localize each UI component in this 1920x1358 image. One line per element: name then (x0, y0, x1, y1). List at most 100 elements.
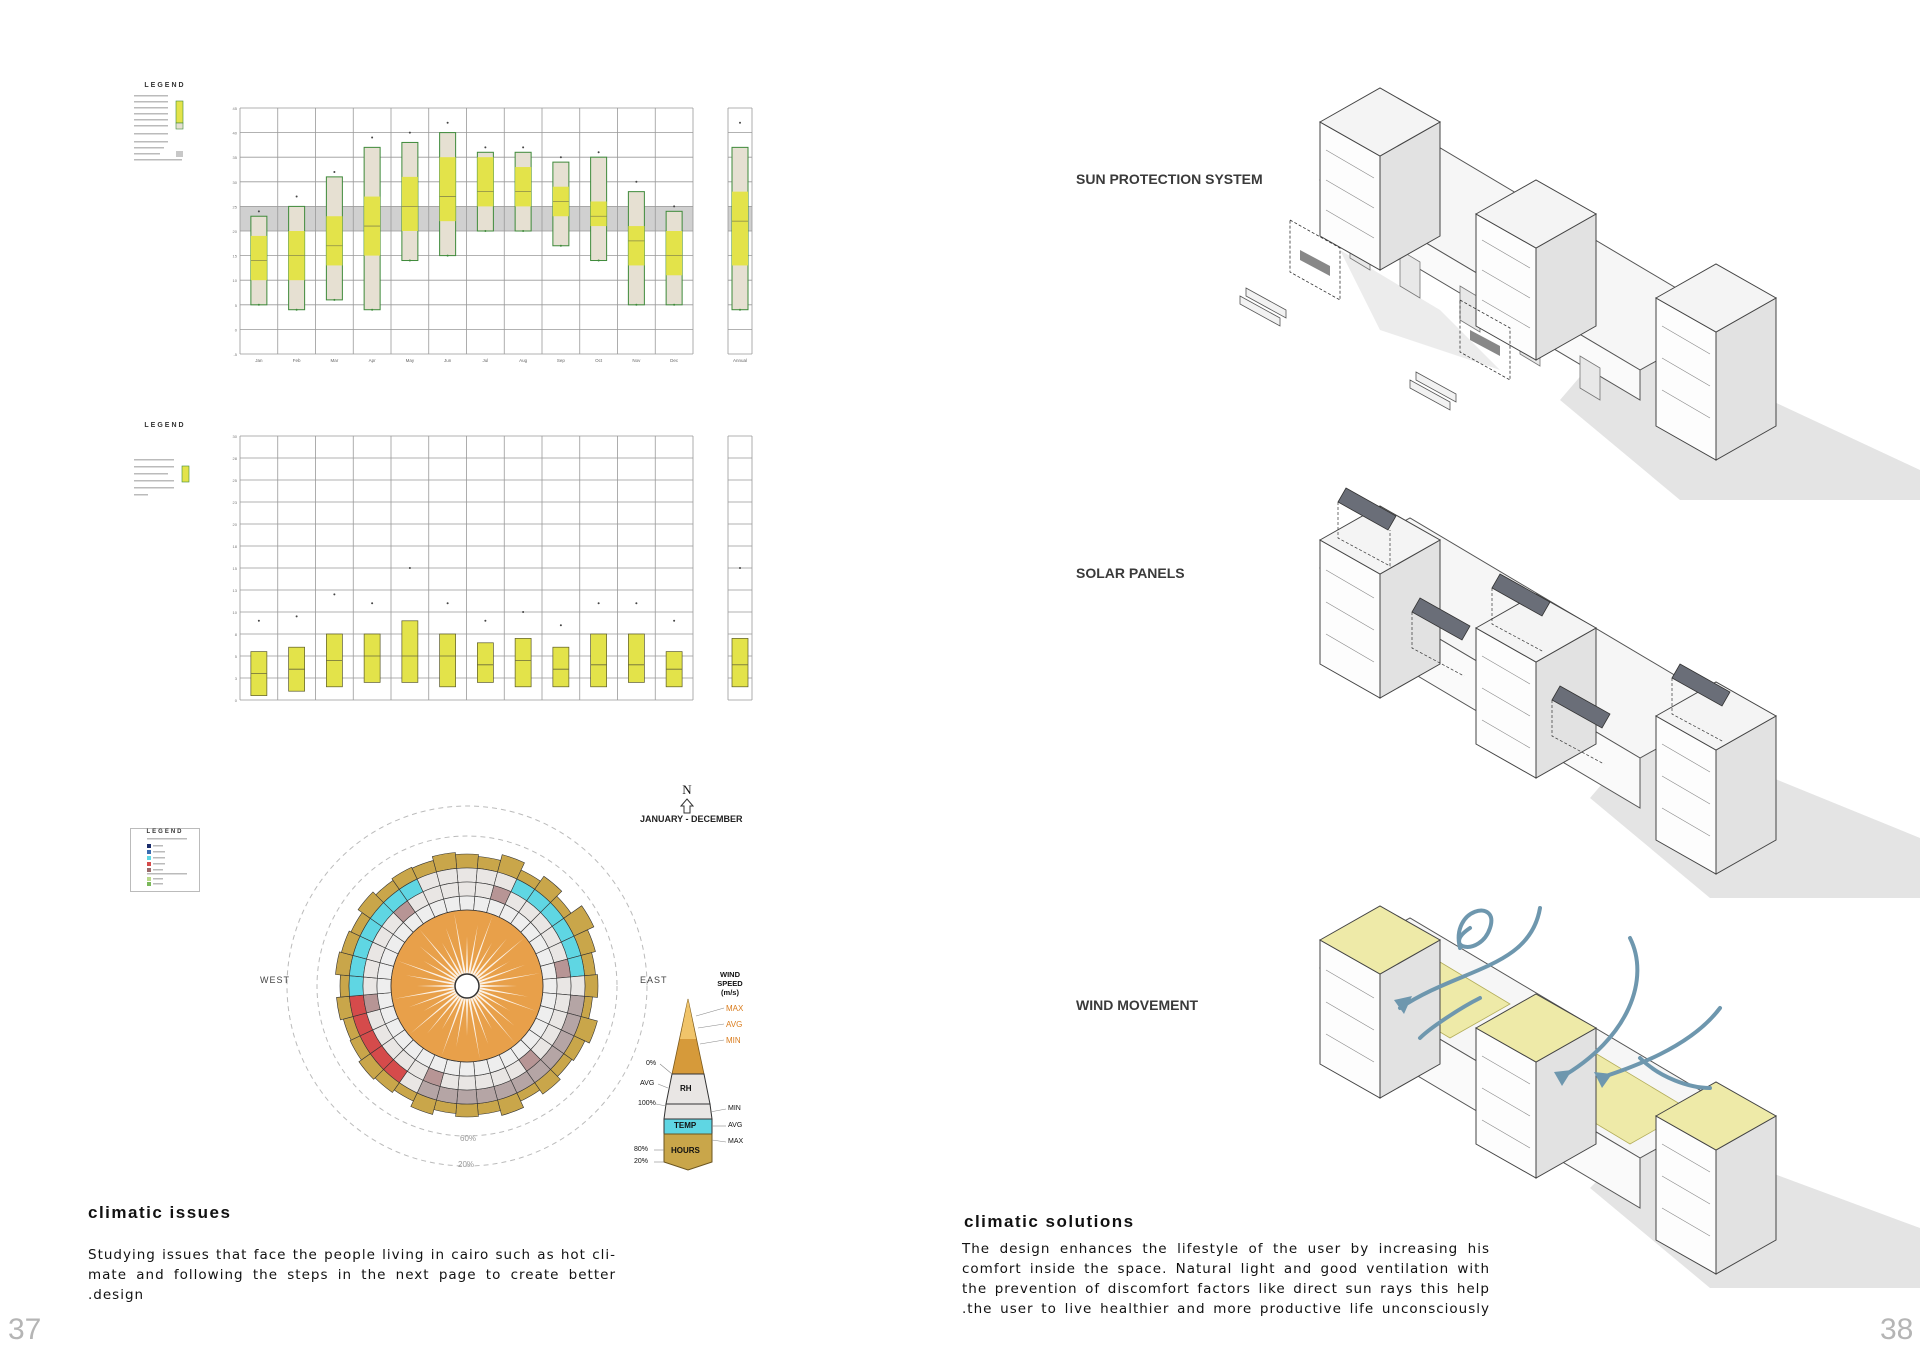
solar-panels-illustration (1310, 478, 1920, 903)
y-tick-label: 40 (233, 131, 238, 136)
ring (316, 835, 618, 1137)
speed-spike (475, 992, 515, 1026)
label-solar-panels: SOLAR PANELS (1076, 565, 1185, 581)
x-tick-label: Feb (293, 358, 301, 363)
right-body: The design enhances the lifestyle of the… (962, 1239, 1490, 1319)
avg-bar (590, 201, 607, 227)
wind-bar (439, 633, 456, 688)
y-tick-label: 30 (233, 434, 238, 439)
speed-spike (478, 984, 517, 988)
chart1-legend: LEGEND (130, 82, 200, 182)
record-marker (739, 567, 741, 569)
rh-segment (457, 1075, 477, 1091)
rh-inner-segment (376, 977, 392, 995)
record-marker (333, 593, 336, 596)
avg-bar (477, 157, 494, 207)
speed-spike (419, 929, 461, 978)
speed-spike (473, 994, 515, 1043)
record-marker (295, 615, 298, 618)
y-tick-label: 5 (235, 303, 238, 308)
record-marker (371, 602, 374, 605)
windrose-legend: LEGEND (130, 828, 200, 892)
record-marker (673, 619, 676, 622)
record-marker (257, 619, 260, 622)
wind-bar (590, 633, 607, 688)
rh-inner-segment (458, 1061, 476, 1077)
low-marker (408, 259, 411, 262)
left-body: Studying issues that face the people liv… (88, 1245, 616, 1305)
label-sun-protection: SUN PROTECTION SYSTEM (1076, 171, 1263, 187)
rh-segment (556, 976, 572, 996)
record-marker (635, 602, 638, 605)
body-line: The design enhances the lifestyle of the… (962, 1241, 1490, 1257)
speed-spike (454, 913, 466, 975)
x-tick-label: Mar (331, 358, 339, 363)
avg-bar (326, 216, 343, 266)
y-tick-label: 0 (235, 327, 238, 332)
y-tick-label: 10 (233, 278, 238, 283)
speed-spike (468, 924, 478, 975)
wind-speed-chart: 0358101315182023252830JanFebMarAprMayJun… (228, 432, 753, 709)
speed-spike (465, 997, 469, 1036)
speed-spike (476, 991, 511, 1011)
ring-20-label: 20% (458, 1160, 475, 1169)
y-tick-label: 8 (235, 632, 238, 637)
rh-segment (457, 881, 477, 897)
body-line: comfort inside the space. Natural light … (962, 1261, 1490, 1277)
record-marker (559, 156, 562, 159)
wind-movement-illustration (1310, 888, 1920, 1293)
record-marker (522, 611, 525, 613)
speed-spike (477, 989, 537, 1012)
hours-segment (455, 853, 479, 869)
key-min-right: MIN (728, 1105, 741, 1112)
y-tick-label: 20 (233, 522, 238, 527)
speed-spike (410, 992, 459, 1034)
y-tick-label: 25 (233, 204, 238, 209)
avg-bar (439, 157, 456, 222)
temp-segment (570, 975, 586, 997)
key-avg-right: AVG (728, 1122, 743, 1129)
hours-segment (455, 1103, 479, 1118)
y-tick-label: 45 (233, 106, 238, 111)
body-line: Studying issues that face the people liv… (88, 1247, 616, 1263)
x-tick-label: May (406, 358, 415, 363)
y-tick-label: 0 (235, 698, 238, 702)
speed-spike (445, 927, 464, 976)
body-line: mate and following the steps in the next… (88, 1267, 616, 1283)
body-line: the prevention of discomfort factors lik… (962, 1281, 1490, 1297)
low-marker (739, 308, 741, 311)
key-max-right: MAX (728, 1138, 744, 1145)
key-temp: TEMP (674, 1121, 697, 1130)
avg-bar (250, 235, 267, 281)
record-marker (333, 170, 336, 173)
wind-bar (731, 638, 749, 688)
record-marker (597, 151, 600, 154)
speed-spike (397, 960, 457, 983)
y-tick-label: -5 (233, 352, 237, 357)
low-marker (446, 254, 449, 257)
speed-spike (470, 996, 489, 1045)
record-marker (446, 602, 449, 605)
y-tick-label: 5 (235, 654, 238, 659)
key-hours: HOURS (671, 1146, 700, 1155)
legend-swatches (147, 838, 187, 886)
wind-rose (282, 796, 682, 1201)
record-marker (484, 619, 487, 622)
speed-spike (423, 991, 458, 1011)
x-tick-label: Sep (557, 358, 566, 363)
speed-spike (441, 996, 464, 1056)
speed-spike (472, 942, 492, 977)
speed-spike (468, 997, 480, 1059)
sun-protection-illustration (1239, 70, 1920, 505)
record-marker (522, 146, 525, 149)
temp-segment (456, 1089, 478, 1105)
record-marker (673, 205, 676, 208)
key-max: MAX (726, 1004, 744, 1013)
record-marker (446, 121, 449, 124)
y-tick-label: 30 (233, 180, 238, 185)
key-avg: AVG (726, 1020, 743, 1029)
period-label: JANUARY - DECEMBER (640, 814, 743, 824)
chart2-legend: LEGEND (130, 422, 200, 522)
